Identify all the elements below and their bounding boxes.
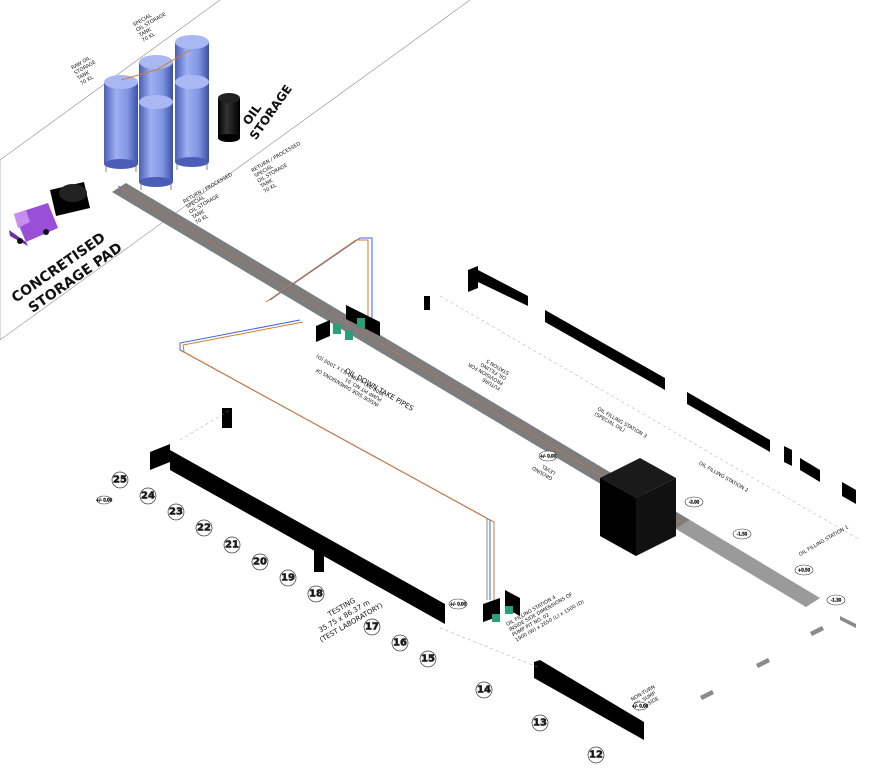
grid-number: 24: [141, 491, 155, 502]
station-1-label: OIL FILLING STATION 1: [798, 524, 850, 557]
level-marker-text: -3.00: [689, 500, 700, 505]
grid-number: 18: [309, 589, 323, 600]
grid-number: 22: [197, 523, 211, 534]
main-pipe-run: [112, 183, 820, 607]
pump-pit-2: [483, 590, 520, 622]
level-marker: -3.00: [684, 496, 704, 508]
grid-bubbles: 25 24 23 22 21 20 19 18 17 16 15 14 13 1…: [111, 471, 605, 764]
rail-structures-upper: [222, 266, 856, 504]
return-tank-right: [175, 75, 209, 167]
level-marker: -1.50: [732, 528, 752, 540]
grid-number: 14: [477, 685, 491, 696]
raw-oil-tank-label: RAW OIL STORAGE TANK 70 KL: [70, 55, 97, 86]
return-tank-front: [139, 95, 173, 187]
pump-pit-1-label: INSIDE SIDE DIMENSIONS OF PUMP PIT NO. 0…: [315, 353, 387, 408]
grid-bubble: 20: [251, 553, 269, 571]
oil-storage-label: OIL STORAGE: [240, 82, 295, 142]
future-provision-label: FUTURE PROVISION FOR OIL FILLING STATION…: [467, 357, 511, 391]
grid-number: 16: [393, 638, 407, 649]
tank-interconnect: [120, 49, 191, 81]
tanker-truck: [9, 182, 90, 246]
grid-bubble: 18: [307, 585, 325, 603]
grid-number: 19: [281, 573, 295, 584]
grid-bubble: 14: [475, 681, 493, 699]
level-marker-text: +/- 0.00: [96, 498, 113, 503]
return-processed-label-2: RETURN / PROCESSED SPECIAL OIL STORAGE T…: [250, 141, 302, 195]
level-marker-text: +/- 0.00: [632, 704, 649, 709]
raw-oil-tank: [104, 75, 138, 169]
oil-down-take-pipes: [179, 237, 495, 600]
grid-bubble: 15: [419, 650, 437, 668]
grid-number: 13: [533, 718, 547, 729]
black-oil-tank: [218, 93, 240, 142]
grid-bubble: 19: [279, 569, 297, 587]
level-marker: +/- 0.00: [632, 701, 649, 711]
station-building: [600, 458, 676, 556]
level-marker-text: +/- 0.00: [540, 454, 557, 459]
grid-number: 21: [225, 540, 239, 551]
grid-bubble: 24: [139, 487, 157, 505]
grid-bubble: 23: [167, 503, 185, 521]
boundary-lines: [179, 295, 861, 669]
grid-bubble: 16: [391, 634, 409, 652]
grid-bubble: 17: [363, 618, 381, 636]
grid-bubble: 22: [195, 519, 213, 537]
level-marker: +0.50: [794, 564, 814, 576]
ground-level-label: GROUND LEVEL: [531, 463, 557, 481]
grid-bubble: 13: [531, 714, 549, 732]
level-marker-text: -1.30: [831, 598, 842, 603]
station-3-line-1: OIL FILLING STATION 3: [596, 406, 648, 439]
grid-number: 25: [113, 475, 127, 486]
level-marker-text: +/- 0.00: [450, 602, 467, 607]
rail-structures-lower: [150, 444, 644, 740]
sump-slabs: [700, 616, 856, 700]
pump-pit-1: [316, 305, 380, 342]
grid-number: 20: [253, 557, 267, 568]
station-2-label: OIL FILLING STATION 2: [697, 461, 749, 494]
tank-farm: [104, 35, 240, 190]
level-marker: +/- 0.00: [448, 598, 468, 610]
level-markers: +/- 0.00 -3.00 -1.50 +0.50 -1.30 +/- 0.0…: [96, 450, 846, 711]
level-marker-text: -1.50: [737, 532, 748, 537]
grid-number: 12: [589, 750, 603, 761]
level-marker: +/- 0.00: [96, 495, 113, 505]
level-marker: -1.30: [826, 594, 846, 606]
grid-bubble: 12: [587, 746, 605, 764]
grid-number: 15: [421, 654, 435, 665]
grid-number: 23: [169, 507, 183, 518]
grid-bubble: 25: [111, 471, 129, 489]
level-marker: +/- 0.00: [538, 450, 558, 462]
grid-number: 17: [365, 622, 379, 633]
return-processed-label-1: RETURN / PROCESSED SPECIAL OIL STORAGE T…: [182, 172, 234, 226]
grid-bubble: 21: [223, 536, 241, 554]
level-marker-text: +0.50: [798, 568, 811, 573]
tank-legs: [105, 162, 208, 190]
